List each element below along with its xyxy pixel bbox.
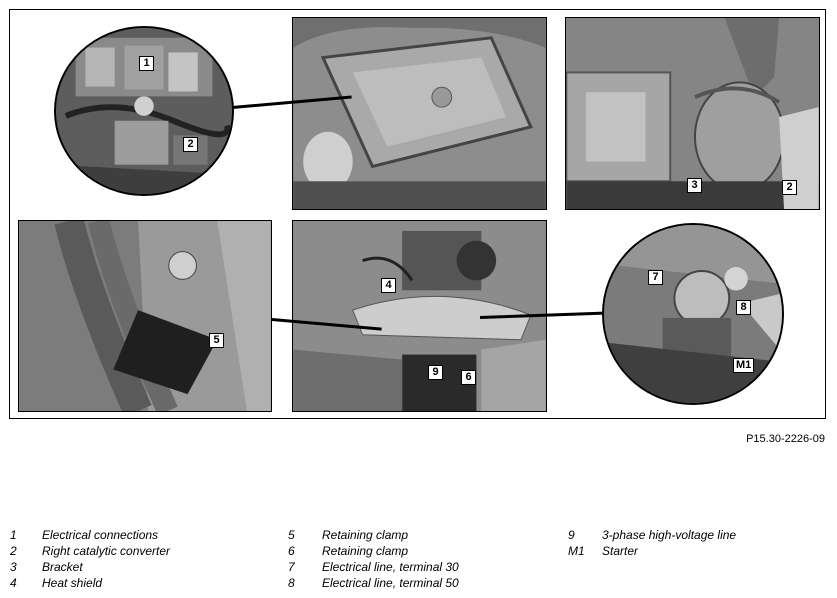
legend-num: 8 [288, 576, 295, 590]
detail-circle-electrical-connections [54, 26, 234, 196]
legend-text: Bracket [42, 560, 83, 574]
legend-text: Starter [602, 544, 639, 558]
legend-num: 1 [10, 528, 17, 542]
legend-num: M1 [568, 544, 585, 558]
legend-text: Retaining clamp [322, 528, 409, 542]
callout-2-circle: 2 [183, 137, 198, 152]
legend-text: Right catalytic converter [42, 544, 171, 558]
legend-num: 7 [288, 560, 295, 574]
callout-4: 4 [381, 278, 396, 293]
legend-num: 3 [10, 560, 17, 574]
legend-num: 6 [288, 544, 295, 558]
callout-5: 5 [209, 333, 224, 348]
legend-text: Electrical line, terminal 30 [322, 560, 459, 574]
callout-3: 3 [687, 178, 702, 193]
legend-num: 9 [568, 528, 575, 542]
engine-bay-photo [292, 17, 547, 210]
legend-text: Electrical line, terminal 50 [322, 576, 459, 590]
detail-circle-starter [602, 223, 784, 405]
callout-8: 8 [736, 300, 751, 315]
starter-photo [604, 225, 782, 403]
legend-text: Heat shield [42, 576, 103, 590]
legend-num: 4 [10, 576, 17, 590]
callout-1: 1 [139, 56, 154, 71]
legend-num: 5 [288, 528, 295, 542]
figure-frame: 1 2 2 3 4 5 6 7 8 9 M1 [9, 9, 826, 419]
callout-6: 6 [461, 370, 476, 385]
callout-2-photo: 2 [782, 180, 797, 195]
legend-text: Electrical connections [42, 528, 159, 542]
callout-9: 9 [428, 365, 443, 380]
engine-connections-photo [56, 28, 232, 194]
legend-num: 2 [10, 544, 17, 558]
figure-reference: P15.30-2226-09 [746, 433, 825, 445]
legend-text: Retaining clamp [322, 544, 409, 558]
callout-7: 7 [648, 270, 663, 285]
legend: 1 Electrical connections 2 Right catalyt… [0, 528, 837, 592]
retaining-clamp-photo [18, 220, 272, 412]
callout-M1: M1 [733, 358, 755, 373]
heat-shield-photo [292, 220, 547, 412]
legend-text: 3-phase high-voltage line [602, 528, 737, 542]
